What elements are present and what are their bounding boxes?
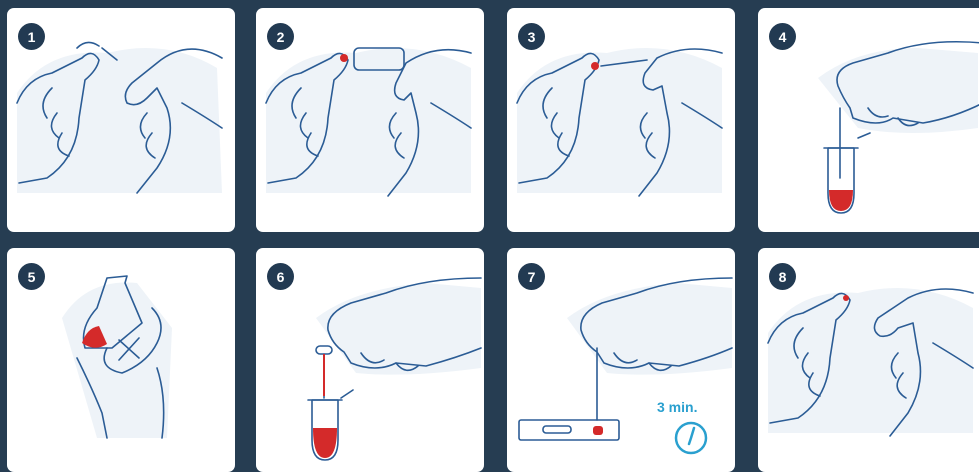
- step-number-badge: 7: [518, 263, 545, 290]
- step-panel-2: 2: [256, 8, 484, 232]
- step-number-badge: 1: [18, 23, 45, 50]
- step-number-badge: 4: [769, 23, 796, 50]
- step-panel-6: 6: [256, 248, 484, 472]
- step-panel-1: 1: [7, 8, 235, 232]
- step-panel-8: 8: [758, 248, 979, 472]
- step-number-badge: 2: [267, 23, 294, 50]
- step-number-badge: 8: [769, 263, 796, 290]
- step-number-badge: 6: [267, 263, 294, 290]
- step-panel-5: 5: [7, 248, 235, 472]
- step-number-badge: 5: [18, 263, 45, 290]
- timer-label: 3 min.: [657, 399, 697, 415]
- clock-icon: [673, 420, 709, 456]
- step-number-badge: 3: [518, 23, 545, 50]
- step-panel-7: 7 3 min.: [507, 248, 735, 472]
- step-panel-3: 3: [507, 8, 735, 232]
- step-panel-4: 4: [758, 8, 979, 232]
